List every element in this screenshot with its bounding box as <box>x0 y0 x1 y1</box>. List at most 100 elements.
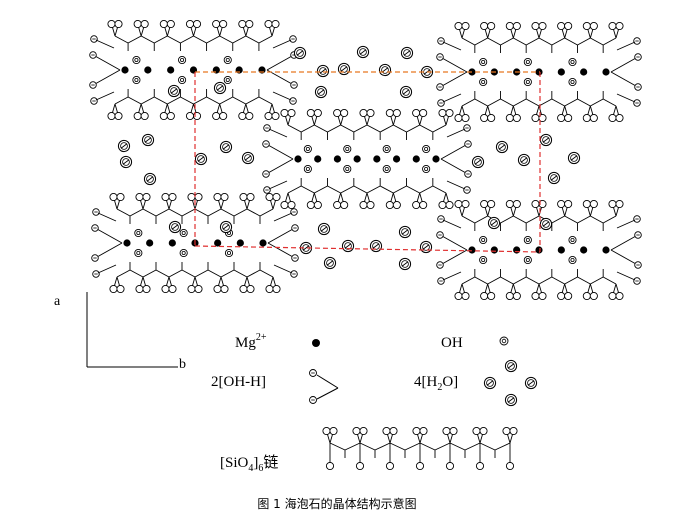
oxygen-atom <box>557 21 566 31</box>
oxygen-atom <box>538 291 547 301</box>
mg-ion <box>259 239 267 247</box>
oh-h-end <box>89 81 97 89</box>
mg-ion <box>314 155 322 163</box>
oh-group <box>479 57 488 67</box>
oxygen-atom <box>487 199 496 209</box>
oxygen-atom <box>419 108 428 118</box>
oxygen-atom <box>385 200 394 210</box>
oh-group <box>479 235 488 245</box>
oh-h-end <box>89 51 97 59</box>
sio4-chain <box>454 199 624 231</box>
oh-h-end <box>263 186 271 194</box>
oh-h-end <box>289 97 297 105</box>
oxygen-atom <box>245 19 254 29</box>
oxygen-atom <box>192 19 202 29</box>
talc-ribbon <box>91 192 299 294</box>
oxygen-atom <box>220 192 229 202</box>
zeolitic-water <box>483 376 497 390</box>
oxygen-atom <box>512 21 521 31</box>
zeolitic-water <box>293 46 307 60</box>
oxygen-atom <box>461 21 470 31</box>
mg-ion <box>373 155 381 163</box>
oxygen-atom <box>109 192 118 202</box>
oh-group <box>568 255 577 265</box>
legend-h2o-label: 4[H2O] <box>414 374 458 393</box>
talc-ribbon <box>436 21 642 123</box>
oxygen-atom <box>194 284 203 294</box>
oh-group <box>422 164 431 174</box>
zeolitic-water <box>317 222 331 236</box>
oh-h-end <box>437 215 445 223</box>
oxygen-atom <box>564 199 573 209</box>
oxygen-atom <box>589 199 598 209</box>
zeolitic-water <box>143 172 157 186</box>
oxygen-atom <box>480 291 489 301</box>
oxygen-atom <box>454 199 463 209</box>
oxygen-atom <box>419 200 428 210</box>
oh-group <box>303 144 312 154</box>
oxygen-atom <box>505 461 515 471</box>
oxygen-atom <box>107 111 116 121</box>
oxygen-atom <box>487 21 496 31</box>
legend-oh-label: OH <box>441 335 463 351</box>
oh-group <box>523 255 532 265</box>
oxygen-atom <box>272 284 281 294</box>
oxygen-atom <box>142 192 151 202</box>
oxygen-atom <box>557 199 566 209</box>
zeolitic-water <box>323 256 337 270</box>
mg-ion <box>121 66 129 74</box>
oxygen-atom <box>531 21 540 31</box>
oh-group <box>223 55 232 65</box>
oh-group <box>303 164 312 174</box>
zeolitic-water <box>487 216 501 230</box>
oxygen-atom <box>366 108 375 118</box>
oxygen-atom <box>480 199 489 209</box>
zeolitic-water <box>539 217 553 231</box>
zeolitic-water <box>524 376 538 390</box>
oxygen-atom <box>114 111 123 121</box>
oh-h-end <box>262 170 270 178</box>
oxygen-atom <box>340 200 349 210</box>
oh-h-end <box>464 140 472 148</box>
oh-h-end <box>437 277 445 285</box>
zeolitic-water <box>400 46 414 60</box>
zeolitic-water <box>314 85 328 99</box>
oh-h-end <box>633 37 641 45</box>
mg-ion <box>144 66 152 74</box>
oh-h-end <box>290 208 298 216</box>
oxygen-atom <box>159 111 168 121</box>
oh-h-end <box>463 124 471 132</box>
oxygen-atom <box>505 113 514 123</box>
oxygen-atom <box>461 291 470 301</box>
oxygen-atom <box>142 284 151 294</box>
oh-h-end <box>436 231 444 239</box>
oh-h-end <box>90 97 98 105</box>
legend-sio4-label: [SiO4]6链 <box>220 454 278 474</box>
oxygen-atom <box>246 192 255 202</box>
zeolitic-water <box>168 220 182 234</box>
talc-ribbon <box>262 108 472 210</box>
oxygen-atom <box>359 108 368 118</box>
figure-caption: 图 1 海泡石的晶体结构示意图 <box>257 496 416 511</box>
oxygen-atom <box>505 199 514 209</box>
zeolitic-water <box>119 155 133 169</box>
crystal-structure <box>89 19 642 301</box>
oxygen-atom <box>212 19 221 29</box>
oh-group <box>382 164 391 174</box>
oxygen-atom <box>245 111 254 121</box>
oh-group <box>179 248 188 258</box>
oxygen-atom <box>213 192 222 202</box>
mg-ion <box>167 66 175 74</box>
oxygen-atom <box>531 113 540 123</box>
oh-h-bond-symbol <box>309 369 339 404</box>
oxygen-atom <box>564 291 573 301</box>
oxygen-atom <box>194 192 203 202</box>
oxygen-atom <box>140 111 149 121</box>
zeolitic-water <box>213 81 227 95</box>
zeolitic-water <box>337 62 351 76</box>
zeolitic-water <box>378 63 392 77</box>
oxygen-atom <box>265 284 274 294</box>
zeolitic-water <box>194 152 208 166</box>
oxygen-atom <box>479 426 488 436</box>
oxygen-atom <box>246 284 255 294</box>
